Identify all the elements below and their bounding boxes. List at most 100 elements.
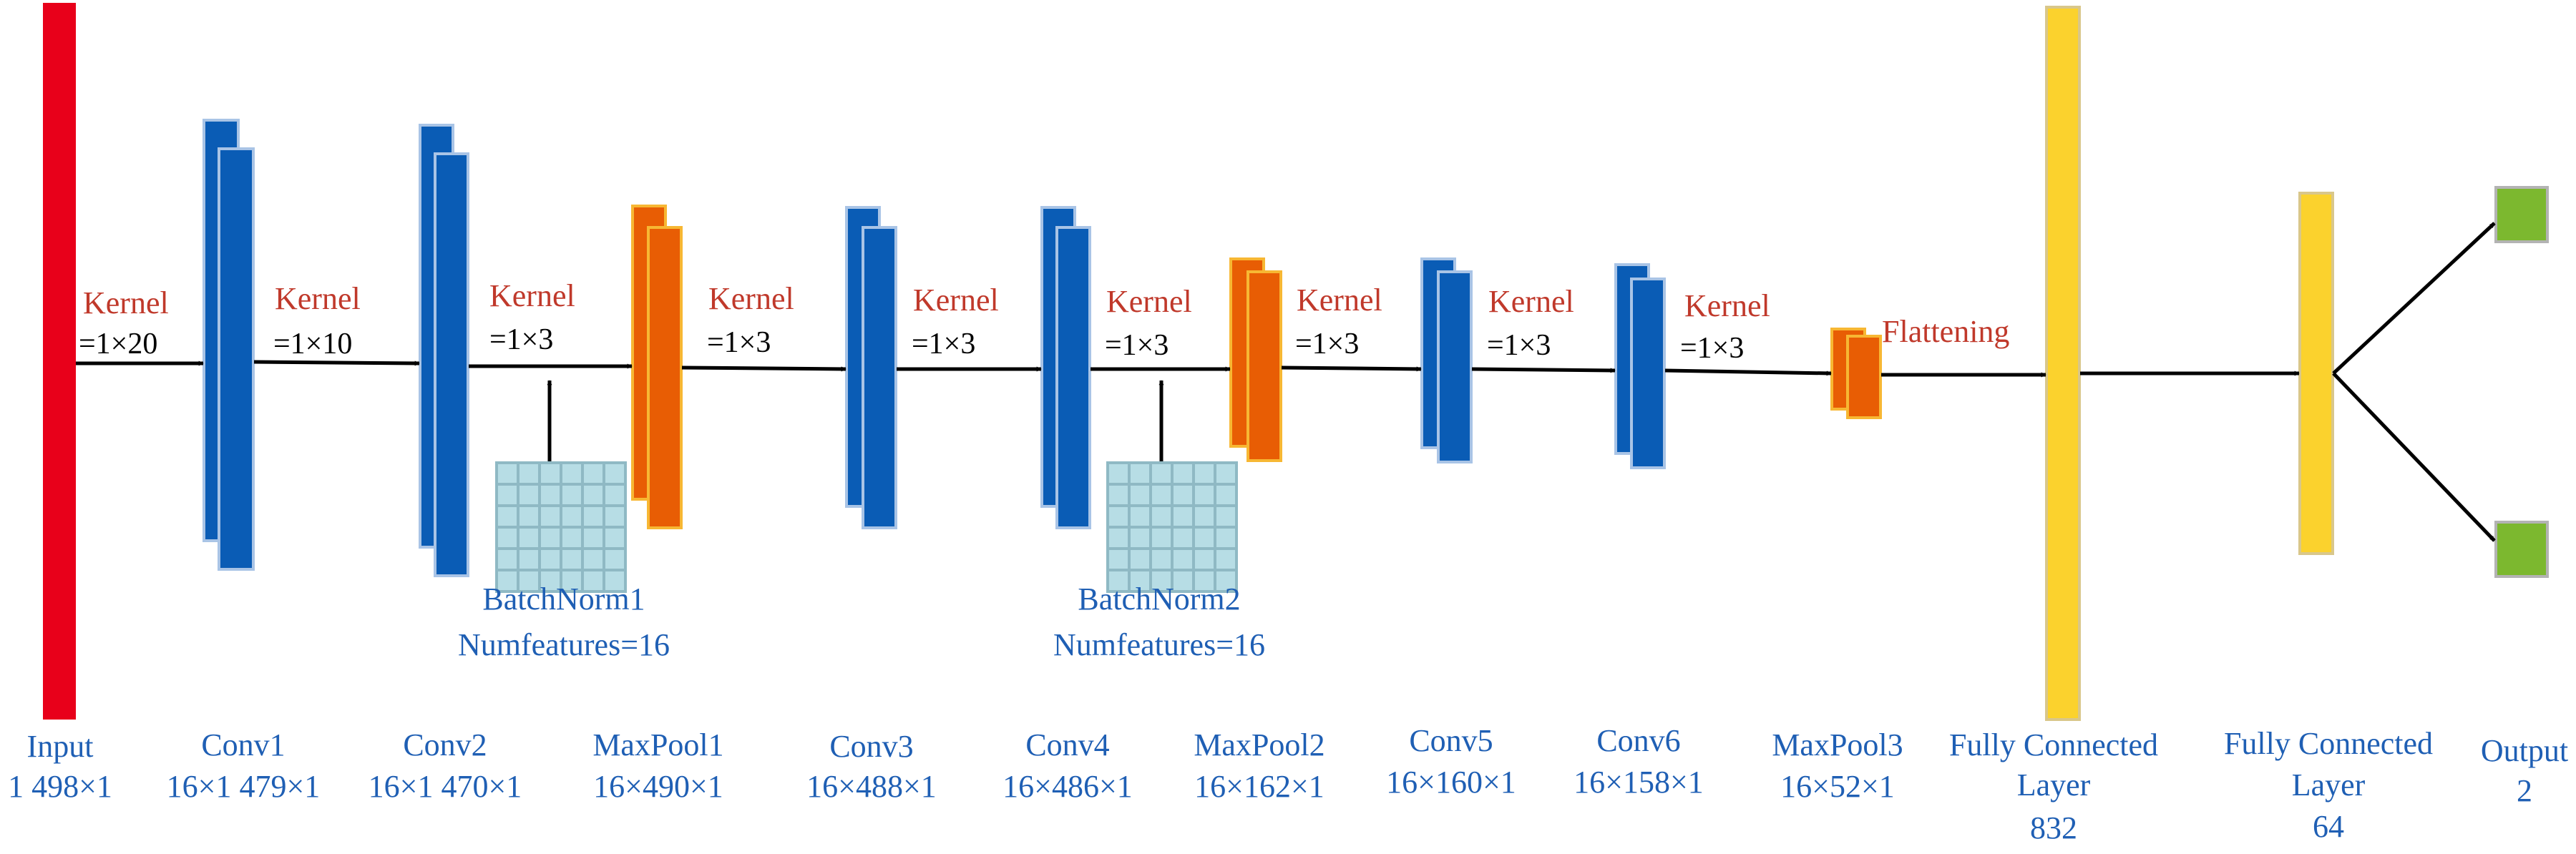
batchnorm-grid-cell	[562, 571, 581, 590]
batchnorm-grid-cell	[1152, 571, 1171, 590]
batchnorm-grid-cell	[519, 486, 538, 504]
batchnorm-grid-cell	[541, 507, 560, 526]
batchnorm-grid-cell	[498, 486, 517, 504]
arrow-conv6-maxpool3	[1664, 368, 1832, 376]
batchnorm-grid-cell	[519, 550, 538, 569]
kernel4-label: Kernel	[708, 281, 794, 316]
kernel7-label: Kernel	[1297, 283, 1382, 318]
batchnorm-grid-cell	[1109, 464, 1128, 483]
batchnorm-grid-cell	[1152, 529, 1171, 547]
batchnorm-grid-cell	[1131, 486, 1149, 504]
batchnorm-grid-cell	[1109, 529, 1128, 547]
batchnorm-grid-cell	[584, 507, 602, 526]
kernel1-label: Kernel	[83, 285, 169, 320]
batchnorm-grid-cell	[605, 571, 624, 590]
maxpool1-block	[631, 205, 683, 529]
batchnorm2-grid	[1106, 461, 1238, 593]
output-node-top	[2494, 186, 2549, 243]
batchnorm-grid-cell	[1174, 486, 1192, 504]
flattening-label: Flattening	[1882, 314, 2009, 349]
conv3-size: 16×488×1	[806, 769, 937, 804]
fc2-bar	[2298, 192, 2334, 555]
arrow-fc2-output-top	[2332, 222, 2496, 375]
batchnorm-grid-cell	[519, 464, 538, 483]
batchnorm-grid-cell	[605, 550, 624, 569]
conv3-block	[845, 206, 897, 529]
kernel7-value: =1×3	[1295, 328, 1359, 360]
conv5-size: 16×160×1	[1386, 765, 1516, 800]
kernel6-value: =1×3	[1105, 329, 1169, 362]
batchnorm-grid-cell	[1195, 550, 1214, 569]
kernel1-value: =1×20	[79, 328, 157, 360]
batchnorm-grid-cell	[1131, 571, 1149, 590]
batchnorm-grid-cell	[1195, 486, 1214, 504]
batchnorm-grid-cell	[1152, 486, 1171, 504]
batchnorm-grid-cell	[605, 507, 624, 526]
batchnorm-grid-cell	[562, 464, 581, 483]
arrow-conv5-conv6	[1471, 367, 1616, 373]
input-name: Input	[27, 729, 94, 764]
batchnorm-grid-cell	[1109, 571, 1128, 590]
batchnorm-grid-cell	[1109, 550, 1128, 569]
fc1-name-line1: Fully Connected	[1949, 727, 2158, 762]
fc1-name-line2: Layer	[2017, 767, 2091, 803]
batchnorm2-features: Numfeatures=16	[1053, 627, 1265, 662]
batchnorm-grid-cell	[1216, 464, 1235, 483]
kernel2-value: =1×10	[273, 328, 352, 360]
conv4-block	[1040, 206, 1091, 529]
batchnorm-grid-cell	[541, 464, 560, 483]
conv2-name: Conv2	[403, 727, 487, 762]
batchnorm-grid-cell	[1131, 550, 1149, 569]
batchnorm-grid-cell	[1216, 529, 1235, 547]
conv5-block	[1420, 257, 1473, 463]
batchnorm-grid-cell	[1174, 529, 1192, 547]
conv6-name: Conv6	[1596, 723, 1680, 758]
batchnorm-grid-cell	[1174, 507, 1192, 526]
batchnorm-grid-cell	[498, 550, 517, 569]
conv6-size: 16×158×1	[1574, 765, 1704, 800]
batchnorm-grid-cell	[562, 507, 581, 526]
conv4-name: Conv4	[1025, 727, 1109, 762]
maxpool1-name: MaxPool1	[592, 727, 723, 762]
batchnorm-grid-cell	[584, 486, 602, 504]
batchnorm-grid-cell	[541, 486, 560, 504]
fc2-size: 64	[2313, 809, 2344, 844]
batchnorm-grid-cell	[498, 464, 517, 483]
batchnorm-grid-cell	[1131, 507, 1149, 526]
batchnorm-grid-cell	[1152, 550, 1171, 569]
fc1-bar	[2045, 6, 2081, 721]
conv6-block	[1614, 263, 1666, 469]
kernel5-label: Kernel	[913, 283, 999, 318]
kernel4-value: =1×3	[707, 326, 771, 359]
batchnorm-grid-cell	[519, 529, 538, 547]
batchnorm-grid-cell	[605, 529, 624, 547]
input-bar	[43, 3, 76, 720]
batchnorm-grid-cell	[584, 529, 602, 547]
maxpool1-size: 16×490×1	[593, 769, 723, 804]
kernel3-value: =1×3	[489, 323, 553, 356]
batchnorm-grid-cell	[519, 571, 538, 590]
batchnorm-grid-cell	[562, 550, 581, 569]
batchnorm-grid-cell	[584, 571, 602, 590]
batchnorm-grid-cell	[498, 507, 517, 526]
batchnorm-grid-cell	[562, 529, 581, 547]
conv2-block	[419, 124, 469, 577]
input-size: 1 498×1	[8, 769, 112, 804]
output-size: 2	[2517, 773, 2532, 808]
kernel8-label: Kernel	[1488, 284, 1574, 319]
conv3-name: Conv3	[829, 729, 913, 764]
batchnorm-grid-cell	[1131, 464, 1149, 483]
batchnorm-grid-cell	[541, 529, 560, 547]
batchnorm1-grid	[495, 461, 627, 593]
batchnorm-grid-cell	[1174, 464, 1192, 483]
batchnorm-grid-cell	[1174, 571, 1192, 590]
batchnorm-grid-cell	[519, 507, 538, 526]
batchnorm-grid-cell	[1216, 486, 1235, 504]
batchnorm-grid-cell	[1152, 507, 1171, 526]
conv4-size: 16×486×1	[1002, 769, 1133, 804]
fc1-size: 832	[2030, 810, 2077, 845]
batchnorm-grid-cell	[498, 529, 517, 547]
conv1-size: 16×1 479×1	[167, 769, 321, 804]
batchnorm-grid-cell	[1174, 550, 1192, 569]
batchnorm1-features: Numfeatures=16	[458, 627, 670, 662]
